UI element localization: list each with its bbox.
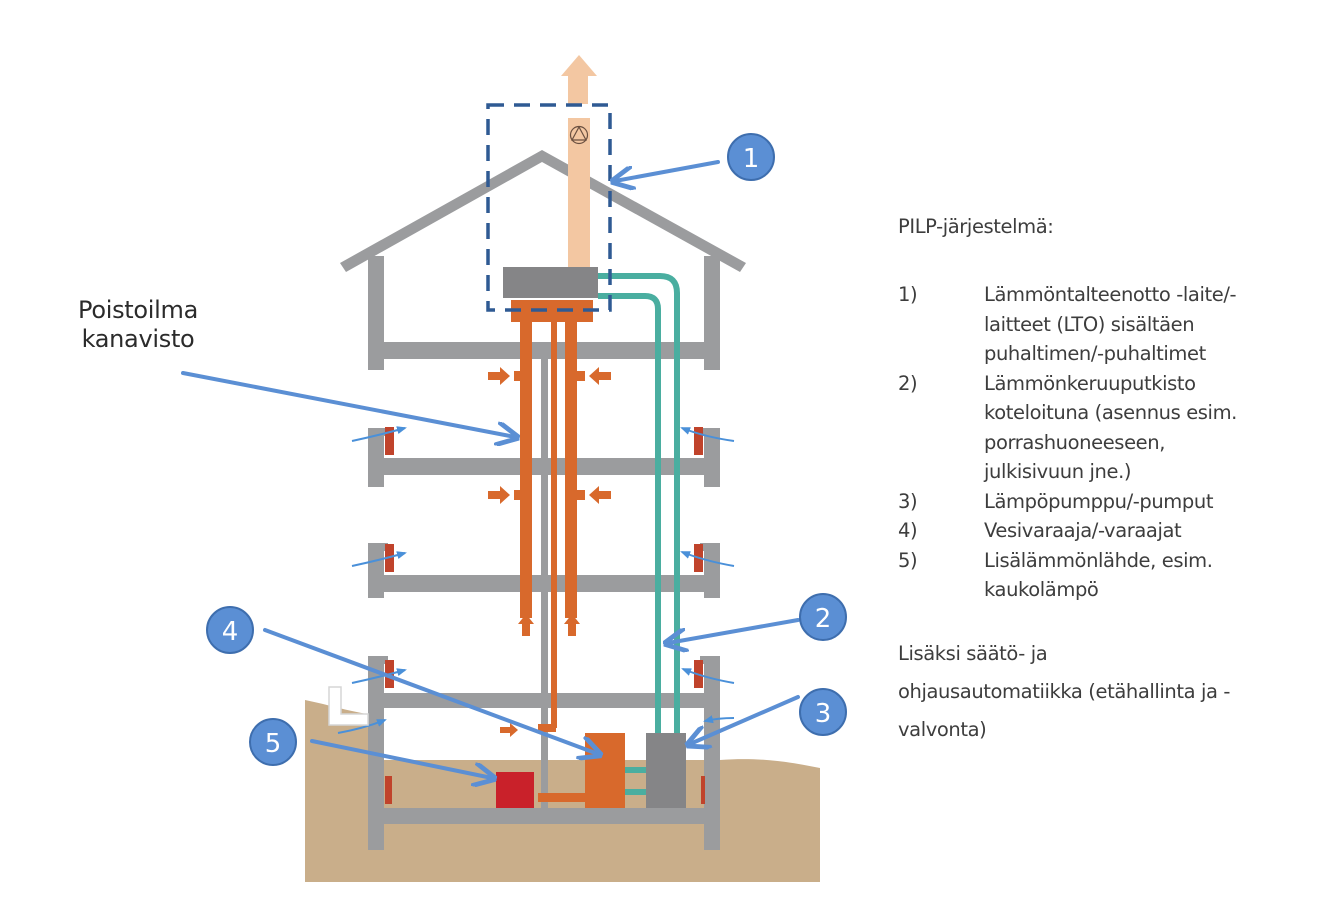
ground xyxy=(305,700,820,882)
legend-item-text: Lisälämmönlähde, esim. kaukolämpö xyxy=(984,546,1324,605)
legend: PILP-järjestelmä: 1) Lämmöntalteenotto -… xyxy=(898,212,1328,749)
legend-item-text: Vesivaraaja/-varaajat xyxy=(984,516,1324,546)
legend-extra-note: Lisäksi säätö- ja ohjausautomatiikka (et… xyxy=(898,635,1318,749)
heat-recovery-unit xyxy=(503,267,598,298)
marker-5: 5 xyxy=(249,718,297,766)
fan-icon xyxy=(569,125,589,145)
legend-item-number: 3) xyxy=(898,489,918,513)
legend-line: Lämpöpumppu/-pumput xyxy=(984,489,1214,513)
legend-line: koteloituna (asennus esim. xyxy=(984,401,1237,424)
callout-arrows xyxy=(181,160,800,778)
legend-extra-line: valvonta) xyxy=(898,717,987,741)
district-heat-unit xyxy=(496,772,534,808)
legend-extra-line: ohjausautomatiikka (etähallinta ja - xyxy=(898,679,1230,703)
legend-line: julkisivuun jne.) xyxy=(984,460,1132,483)
legend-item-number: 5) xyxy=(898,548,918,572)
outdoor-air-intake xyxy=(328,686,369,726)
marker-5-label: 5 xyxy=(265,729,282,759)
marker-4: 4 xyxy=(206,606,254,654)
legend-line: Lämmönkeruuputkisto xyxy=(984,371,1196,395)
exhaust-up-arrow xyxy=(561,55,597,76)
exhaust-duct-label: Poistoilma kanavisto xyxy=(78,296,198,354)
legend-item-number: 4) xyxy=(898,519,918,542)
building-structure xyxy=(340,150,746,850)
legend-extra-line: Lisäksi säätö- ja xyxy=(898,641,1048,665)
stairwell-wall xyxy=(541,359,548,809)
legend-item: 2) Lämmönkeruuputkisto koteloituna (asen… xyxy=(898,369,1328,487)
marker-3: 3 xyxy=(799,688,847,736)
marker-4-label: 4 xyxy=(222,617,239,647)
marker-1-label: 1 xyxy=(743,144,760,174)
legend-line: laitteet (LTO) sisältäen xyxy=(984,312,1195,336)
legend-item: 5) Lisälämmönlähde, esim. kaukolämpö xyxy=(898,546,1328,605)
legend-line: Vesivaraaja/-varaajat xyxy=(984,519,1182,542)
legend-line: kaukolämpö xyxy=(984,578,1099,601)
legend-item: 3) Lämpöpumppu/-pumput xyxy=(898,487,1328,517)
exhaust-duct-label-line: Poistoilma xyxy=(78,296,198,324)
legend-item: 1) Lämmöntalteenotto -laite/- laitteet (… xyxy=(898,280,1328,369)
legend-item-text: Lämpöpumppu/-pumput xyxy=(984,487,1324,517)
heat-collection-pipes xyxy=(598,273,680,795)
legend-item-number: 1) xyxy=(898,283,918,306)
legend-item: 4) Vesivaraaja/-varaajat xyxy=(898,516,1328,546)
exhaust-outlet xyxy=(561,55,597,270)
legend-line: Lisälämmönlähde, esim. xyxy=(984,548,1213,572)
water-storage-tank xyxy=(585,733,625,808)
legend-item-text: Lämmönkeruuputkisto koteloituna (asennus… xyxy=(984,369,1324,487)
exhaust-ducts xyxy=(511,300,593,802)
marker-3-label: 3 xyxy=(815,699,832,729)
marker-2: 2 xyxy=(799,593,847,641)
extract-air-arrows xyxy=(488,367,611,737)
legend-line: puhaltimen/-puhaltimet xyxy=(984,342,1206,365)
floor-slab xyxy=(368,342,720,359)
legend-line: porrashuoneeseen, xyxy=(984,430,1166,454)
legend-item-text: Lämmöntalteenotto -laite/- laitteet (LTO… xyxy=(984,280,1324,369)
marker-1: 1 xyxy=(727,133,775,181)
legend-line: Lämmöntalteenotto -laite/- xyxy=(984,283,1237,306)
heat-pump-unit xyxy=(646,733,686,808)
floor-slab xyxy=(368,808,720,824)
supply-air-arrows xyxy=(337,426,735,734)
exhaust-duct-label-line: kanavisto xyxy=(81,325,195,353)
marker-2-label: 2 xyxy=(815,604,832,634)
legend-title: PILP-järjestelmä: xyxy=(898,215,1054,238)
legend-item-number: 2) xyxy=(898,371,918,395)
lto-dashed-box xyxy=(486,103,612,312)
